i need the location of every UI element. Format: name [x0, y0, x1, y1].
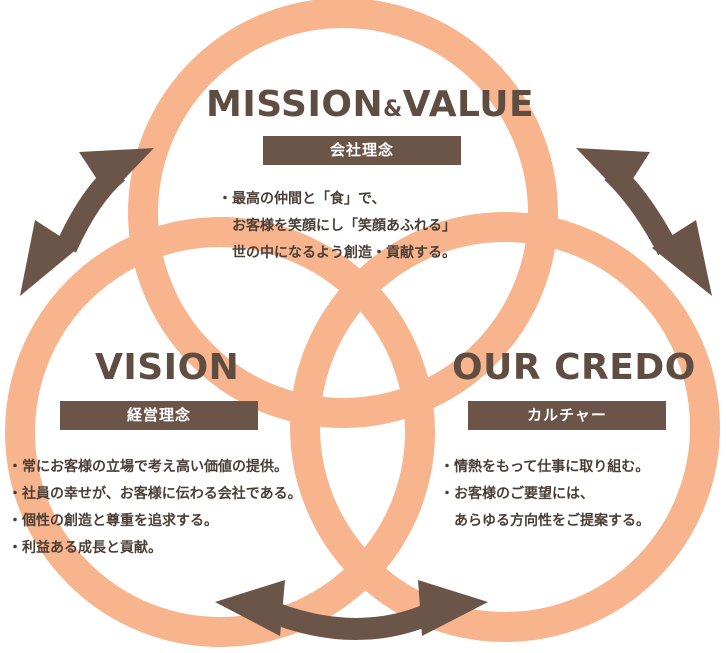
mission-line: ・ 最高の仲間と「食」で、 お客様を笑顔にし「笑顔あふれる」 世の中になるよう創… — [218, 186, 456, 267]
list-item: ・ お客様のご要望には、 あらゆる方向性をご提案する。 — [440, 481, 650, 535]
mission-text: ・ 最高の仲間と「食」で、 お客様を笑顔にし「笑顔あふれる」 世の中になるよう創… — [218, 186, 456, 267]
credo-heading: OUR CREDO — [452, 347, 696, 388]
vision-list: ・ 常にお客様の立場で考え高い価値の提供。 ・ 社員の幸せが、お客様に伝わる会社… — [8, 454, 302, 562]
list-item: ・ 個性の創造と尊重を追求する。 — [8, 508, 302, 535]
double-arrow-bottom — [215, 580, 488, 640]
list-item: ・ 情熱をもって仕事に取り組む。 — [440, 454, 650, 481]
ring-credo — [290, 212, 720, 642]
mission-label: 会社理念 — [263, 136, 461, 165]
vision-label: 経営理念 — [60, 401, 258, 430]
mission-line-2: お客様を笑顔にし「笑顔あふれる」 — [232, 218, 456, 234]
vision-item-1: 常にお客様の立場で考え高い価値の提供。 — [22, 459, 288, 475]
double-arrow-left — [20, 148, 154, 296]
vision-item-2: 社員の幸せが、お客様に伝わる会社である。 — [22, 486, 302, 502]
vision-item-3: 個性の創造と尊重を追求する。 — [22, 513, 218, 529]
mission-heading-main: MISSION — [206, 84, 384, 125]
list-item: ・ 社員の幸せが、お客様に伝わる会社である。 — [8, 481, 302, 508]
bullet-dot: ・ — [8, 513, 22, 529]
mission-heading: MISSION&VALUE — [206, 84, 534, 125]
credo-list: ・ 情熱をもって仕事に取り組む。 ・ お客様のご要望には、 あらゆる方向性をご提… — [440, 454, 650, 535]
vision-item-4: 利益ある成長と貢献。 — [22, 540, 162, 556]
mission-heading-tail: VALUE — [402, 84, 535, 125]
bullet-dot: ・ — [8, 540, 22, 556]
credo-item-2-continuation: あらゆる方向性をご提案する。 — [454, 513, 650, 529]
credo-label: カルチャー — [468, 401, 666, 430]
list-item: ・ 常にお客様の立場で考え高い価値の提供。 — [8, 454, 302, 481]
credo-item-1: 情熱をもって仕事に取り組む。 — [454, 459, 650, 475]
ring-vision — [5, 217, 435, 647]
credo-item-2: お客様のご要望には、 — [454, 486, 594, 502]
mission-heading-amp: & — [383, 97, 403, 122]
mission-line-1: 最高の仲間と「食」で、 — [232, 191, 386, 207]
list-item: ・ 利益ある成長と貢献。 — [8, 535, 302, 562]
bullet-dot: ・ — [8, 459, 22, 475]
mission-line-3: 世の中になるよう創造・貢献する。 — [232, 245, 456, 261]
vision-heading: VISION — [95, 347, 240, 388]
bullet-dot: ・ — [218, 191, 232, 207]
bullet-dot: ・ — [440, 486, 454, 502]
bullet-dot: ・ — [8, 486, 22, 502]
ring-mission — [128, 0, 558, 428]
bullet-dot: ・ — [440, 459, 454, 475]
double-arrow-right — [576, 148, 712, 296]
